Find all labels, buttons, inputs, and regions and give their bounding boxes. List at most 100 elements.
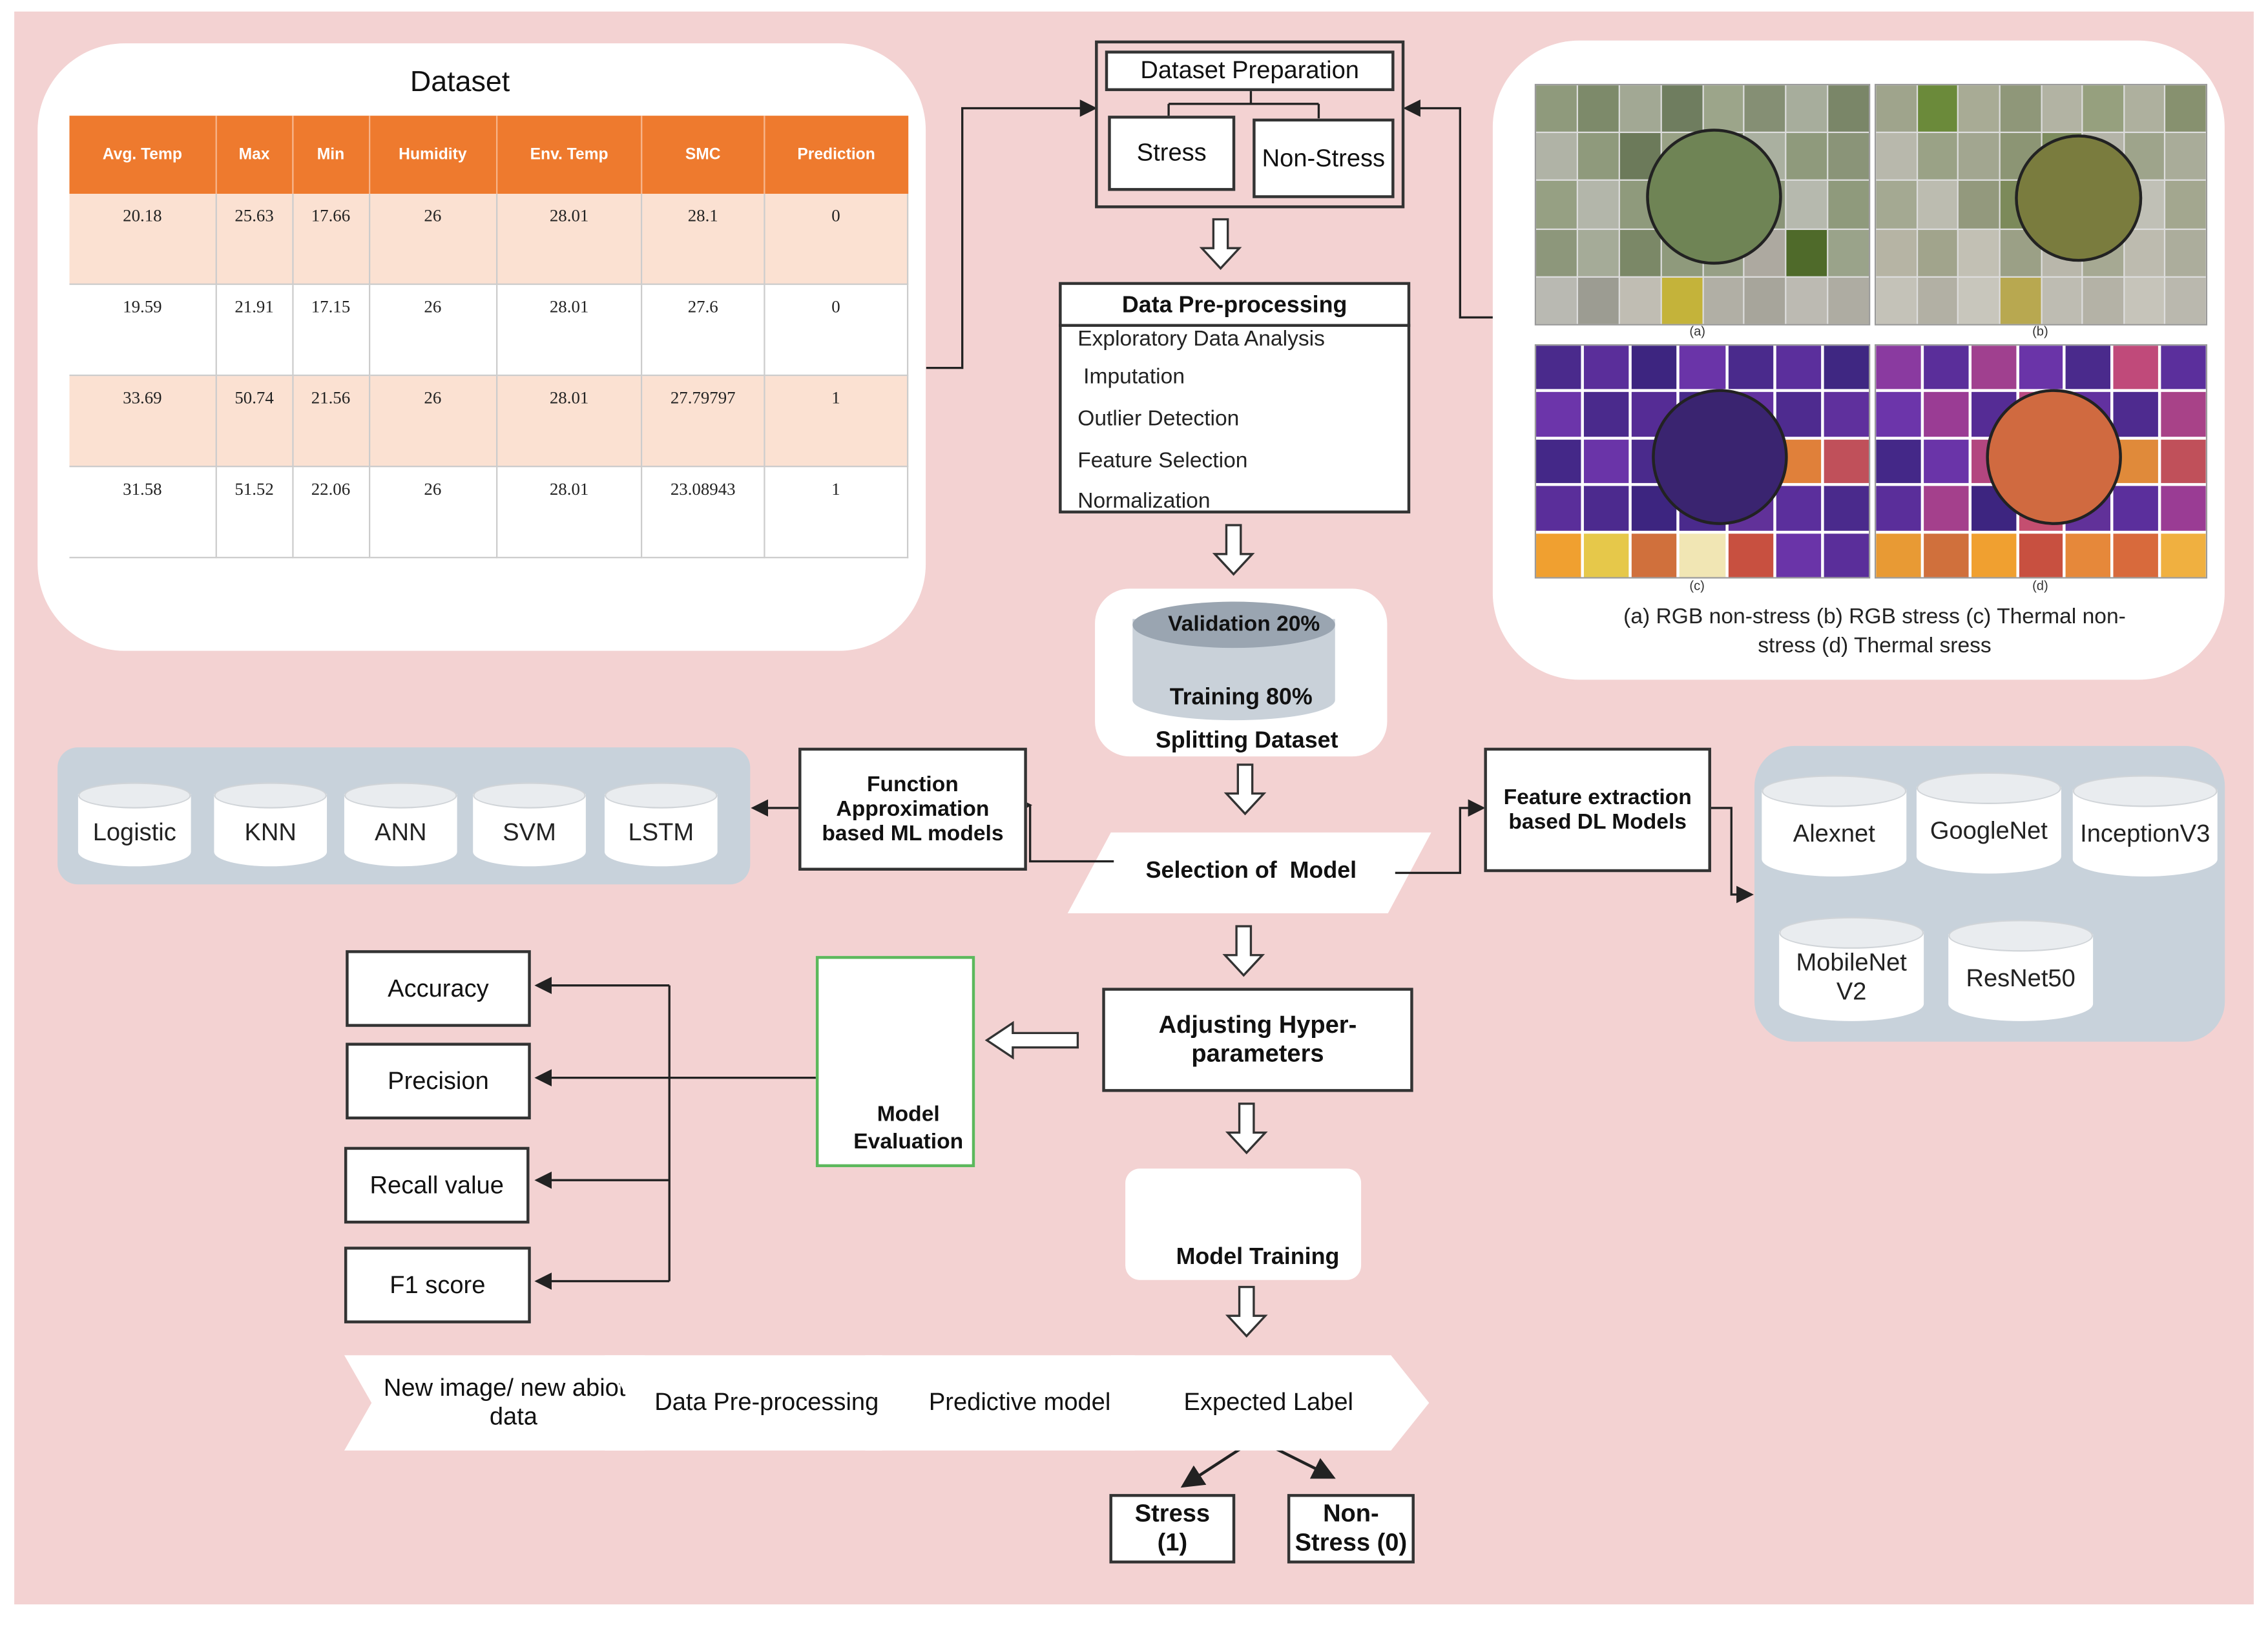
table-cell: 26 xyxy=(369,466,497,559)
table-row: 31.58 51.52 22.06 26 28.01 23.08943 1 xyxy=(69,466,909,559)
splitting-label: Splitting Dataset xyxy=(1155,729,1338,754)
table-row: 20.18 25.63 17.66 26 28.01 28.1 0 xyxy=(69,194,909,285)
table-cell: 1 xyxy=(764,375,909,468)
down-arrow-5 xyxy=(1225,1103,1268,1155)
images-to-preparation-arrow xyxy=(1403,99,1525,319)
ml-model-knn: KNN xyxy=(214,782,328,867)
table-header-cell: Min xyxy=(292,116,370,194)
preprocessing-box xyxy=(1059,282,1411,513)
evaluation-box xyxy=(815,956,975,1168)
table-cell: 27.79797 xyxy=(641,375,765,468)
table-cell: 33.69 xyxy=(69,375,217,468)
down-arrow-3 xyxy=(1223,763,1267,816)
down-arrow-6 xyxy=(1225,1285,1268,1338)
metric-precision: Precision xyxy=(346,1042,531,1120)
table-cell: 19.59 xyxy=(69,284,217,377)
dataset-title: Dataset xyxy=(410,67,510,99)
hyperparameters-box: Adjusting Hyper-parameters xyxy=(1102,988,1413,1092)
images-caption-line2: stress (d) Thermal sress xyxy=(1758,633,1992,658)
table-header-cell: SMC xyxy=(641,116,765,194)
selection-to-ml-arrow xyxy=(1021,803,1114,863)
table-cell: 23.08943 xyxy=(641,466,765,559)
metric-f1: F1 score xyxy=(344,1247,531,1323)
stress-class-box: Stress xyxy=(1108,116,1236,191)
training-label: Training 80% xyxy=(1169,685,1313,710)
preprocessing-step: Exploratory Data Analysis xyxy=(1077,327,1325,352)
table-cell: 50.74 xyxy=(216,375,293,468)
dl-model-googlenet: GoogleNet xyxy=(1916,772,2061,874)
selection-label: Selection of Model xyxy=(1145,859,1357,884)
table-header-cell: Env. Temp xyxy=(496,116,643,194)
dataset-to-preparation-arrow xyxy=(926,99,1098,369)
preprocessing-title: Data Pre-processing xyxy=(1121,293,1347,318)
down-arrow-1 xyxy=(1199,218,1242,270)
dataset-table-wrap: Avg. Temp Max Min Humidity Env. Temp SMC… xyxy=(69,116,909,559)
evaluation-label: Model Evaluation xyxy=(853,1102,964,1154)
table-cell: 26 xyxy=(369,194,497,285)
preprocessing-step: Imputation xyxy=(1083,364,1185,389)
ml-model-ann: ANN xyxy=(344,782,457,867)
to-nonstress-arrow xyxy=(1274,1447,1336,1479)
images-caption-line1: (a) RGB non-stress (b) RGB stress (c) Th… xyxy=(1623,604,2126,630)
table-cell: 22.06 xyxy=(292,466,370,559)
table-header-row: Avg. Temp Max Min Humidity Env. Temp SMC… xyxy=(69,116,908,194)
output-stress: Stress (1) xyxy=(1109,1494,1236,1564)
table-cell: 17.66 xyxy=(292,194,370,285)
table-cell: 20.18 xyxy=(69,194,217,285)
table-cell: 28.01 xyxy=(496,375,643,468)
table-cell: 27.6 xyxy=(641,284,765,377)
dl-models-box: Feature extraction based DL Models xyxy=(1484,747,1711,873)
table-cell: 25.63 xyxy=(216,194,293,285)
ml-model-lstm: LSTM xyxy=(604,782,718,867)
preprocessing-step: Feature Selection xyxy=(1077,448,1248,473)
ml-models-box: Function Approximation based ML models xyxy=(798,747,1027,871)
table-cell: 28.01 xyxy=(496,194,643,285)
to-stress-arrow xyxy=(1180,1447,1242,1488)
output-nonstress: Non-Stress (0) xyxy=(1287,1494,1415,1564)
table-cell: 28.01 xyxy=(496,284,643,377)
subfigure-label-c: (c) xyxy=(1689,578,1705,594)
table-cell: 21.91 xyxy=(216,284,293,377)
selection-to-dl-arrow xyxy=(1395,799,1486,875)
down-arrow-4 xyxy=(1222,925,1265,977)
table-cell: 21.56 xyxy=(292,375,370,468)
pipeline-expected-label: Expected Label xyxy=(1110,1355,1430,1451)
table-header-cell: Prediction xyxy=(764,116,908,194)
subfigure-label-b: (b) xyxy=(2032,324,2048,338)
dataset-table: Avg. Temp Max Min Humidity Env. Temp SMC… xyxy=(69,116,909,559)
left-hollow-arrow xyxy=(984,1021,1079,1060)
table-row: 33.69 50.74 21.56 26 28.01 27.79797 1 xyxy=(69,375,909,468)
dl-model-mobilenetv2: MobileNet V2 xyxy=(1779,917,1924,1021)
ml-model-logistic: Logistic xyxy=(78,782,191,867)
training-label: Model Training xyxy=(1176,1245,1340,1270)
metric-accuracy: Accuracy xyxy=(346,950,531,1027)
ml-model-svm: SVM xyxy=(473,782,586,867)
table-cell: 28.1 xyxy=(641,194,765,285)
thermal-stress-image xyxy=(1875,344,2208,579)
table-cell: 0 xyxy=(764,284,909,377)
table-cell: 31.58 xyxy=(69,466,217,559)
dl-to-panel-arrow xyxy=(1709,807,1754,904)
nonstress-class-box: Non-Stress xyxy=(1253,118,1395,198)
dl-model-alexnet: Alexnet xyxy=(1762,775,1907,876)
table-cell: 28.01 xyxy=(496,466,643,559)
rgb-stress-image xyxy=(1875,83,2208,326)
metric-recall: Recall value xyxy=(344,1146,530,1224)
training-box xyxy=(1125,1168,1362,1280)
preparation-title: Dataset Preparation xyxy=(1105,50,1395,92)
preprocessing-step: Normalization xyxy=(1077,488,1211,513)
table-cell: 17.15 xyxy=(292,284,370,377)
table-header-cell: Humidity xyxy=(369,116,497,194)
selection-shape xyxy=(1067,832,1431,913)
table-header-cell: Max xyxy=(216,116,293,194)
preparation-frame xyxy=(1095,40,1405,209)
down-arrow-2 xyxy=(1212,524,1255,576)
table-cell: 1 xyxy=(764,466,909,559)
table-cell: 26 xyxy=(369,375,497,468)
dl-model-inceptionv3: InceptionV3 xyxy=(2072,775,2218,876)
validation-label: Validation 20% xyxy=(1168,612,1320,637)
table-cell: 0 xyxy=(764,194,909,285)
table-header-cell: Avg. Temp xyxy=(69,116,217,194)
thermal-nonstress-image xyxy=(1534,344,1871,579)
